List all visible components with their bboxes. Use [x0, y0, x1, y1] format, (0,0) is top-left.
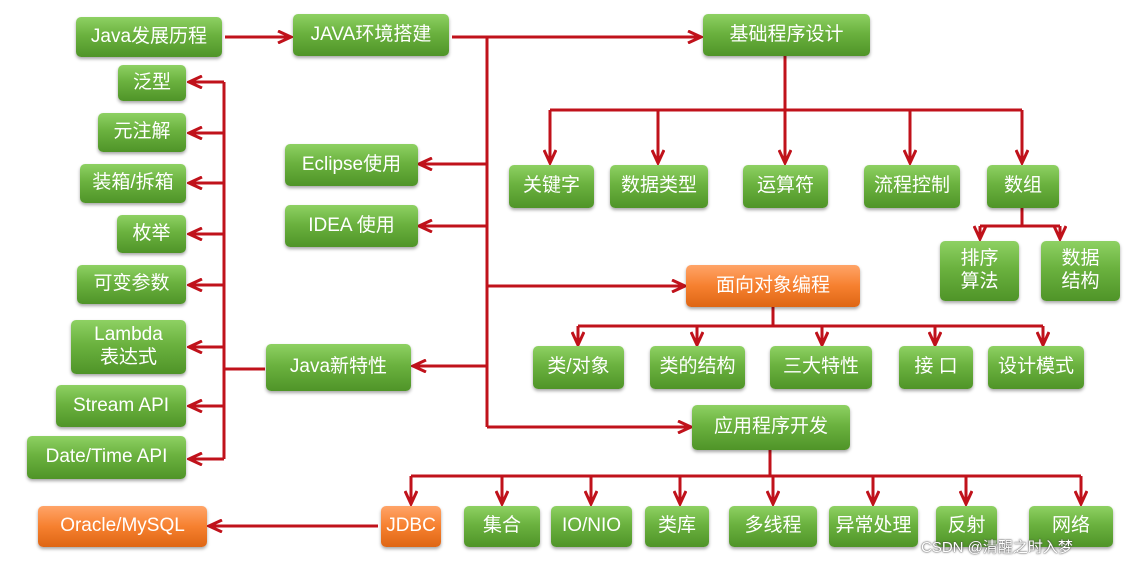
node-java-new: Java新特性: [266, 344, 411, 391]
node-class-object: 类/对象: [533, 346, 624, 389]
node-exception-handling: 异常处理: [829, 506, 918, 547]
node-arrays: 数组: [987, 165, 1059, 208]
node-interface: 接 口: [899, 346, 973, 389]
node-app-dev: 应用程序开发: [692, 405, 850, 450]
node-data-types: 数据类型: [610, 165, 708, 208]
node-data-structures: 数据 结构: [1041, 241, 1120, 301]
node-multithreading: 多线程: [729, 506, 817, 547]
node-boxing: 装箱/拆箱: [80, 164, 186, 203]
node-lambda: Lambda 表达式: [71, 320, 186, 374]
node-reflection: 反射: [936, 506, 997, 547]
node-idea: IDEA 使用: [285, 205, 418, 247]
node-three-features: 三大特性: [770, 346, 872, 389]
node-basic-programming: 基础程序设计: [703, 14, 870, 56]
node-flow-control: 流程控制: [864, 165, 960, 208]
node-jdbc: JDBC: [381, 506, 441, 547]
node-varargs: 可变参数: [77, 265, 186, 304]
csdn-watermark: CSDN @清醒之时入梦: [921, 539, 1073, 556]
node-class-library: 类库: [645, 506, 709, 547]
node-java-env: JAVA环境搭建: [293, 14, 449, 56]
node-oop: 面向对象编程: [686, 265, 860, 307]
node-design-patterns: 设计模式: [988, 346, 1084, 389]
node-annotations: 元注解: [98, 113, 186, 152]
node-class-structure: 类的结构: [650, 346, 745, 389]
node-datetime-api: Date/Time API: [27, 436, 186, 479]
node-generics: 泛型: [118, 65, 186, 101]
node-operators: 运算符: [743, 165, 828, 208]
node-eclipse: Eclipse使用: [285, 144, 418, 186]
node-enum: 枚举: [117, 215, 186, 253]
node-collections: 集合: [464, 506, 540, 547]
node-sorting: 排序 算法: [940, 241, 1019, 301]
node-io-nio: IO/NIO: [551, 506, 632, 547]
node-stream-api: Stream API: [56, 385, 186, 427]
node-oracle-mysql: Oracle/MySQL: [38, 506, 207, 547]
node-keywords: 关键字: [509, 165, 594, 208]
node-java-history: Java发展历程: [76, 17, 222, 57]
node-networking: 网络: [1029, 506, 1113, 547]
